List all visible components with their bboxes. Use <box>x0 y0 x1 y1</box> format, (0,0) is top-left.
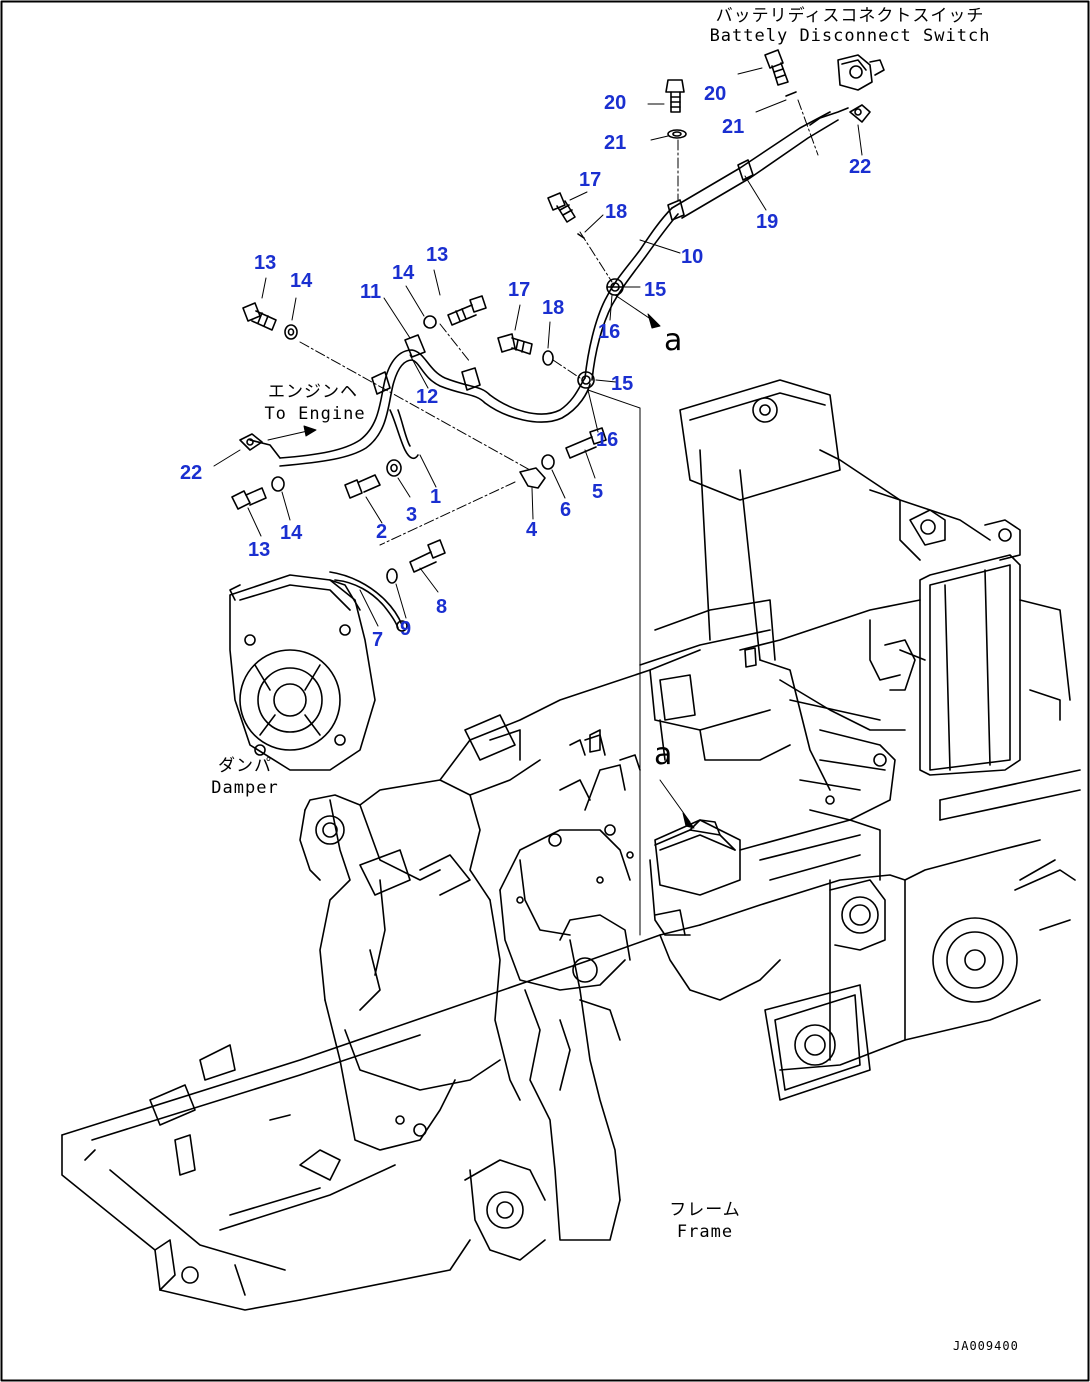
callout-13: 13 <box>254 252 277 274</box>
callout-15: 15 <box>611 373 634 395</box>
callout-21: 21 <box>604 132 627 154</box>
callout-16: 16 <box>596 429 619 451</box>
callout-20: 20 <box>604 92 627 114</box>
callout-19: 19 <box>756 211 779 233</box>
view-a-marker-upper: a <box>664 323 683 358</box>
callout-18: 18 <box>605 201 628 223</box>
battery-switch-label-en: Battely Disconnect Switch <box>709 26 991 46</box>
machine-frame <box>61 379 1081 1311</box>
frame-label-en: Frame <box>676 1222 734 1242</box>
callout-21: 21 <box>722 116 745 138</box>
to-engine-label-jp: エンジンヘ <box>268 382 358 402</box>
view-a-marker-lower: a <box>654 737 673 772</box>
callout-11: 11 <box>360 281 382 303</box>
callout-3: 3 <box>406 504 418 526</box>
callout-14: 14 <box>290 270 313 292</box>
frame-label-jp: フレーム <box>669 1200 741 1220</box>
callout-1: 1 <box>430 486 442 508</box>
callout-8: 8 <box>436 596 448 618</box>
harness-cables <box>249 107 849 629</box>
callout-6: 6 <box>560 499 572 521</box>
damper-label-jp: ダンパ <box>218 756 272 776</box>
callout-17: 17 <box>508 279 531 301</box>
callout-22: 22 <box>849 156 872 178</box>
callout-17: 17 <box>579 169 602 191</box>
to-engine-label-en: To Engine <box>264 404 366 424</box>
callout-4: 4 <box>526 519 538 541</box>
damper-assembly <box>229 574 376 771</box>
callout-15: 15 <box>644 279 667 301</box>
callout-7: 7 <box>372 629 384 651</box>
callout-13: 13 <box>426 244 449 266</box>
callout-16: 16 <box>598 321 621 343</box>
callout-14: 14 <box>392 262 415 284</box>
damper-label-en: Damper <box>211 778 279 798</box>
callout-5: 5 <box>592 481 604 503</box>
callout-18: 18 <box>542 297 565 319</box>
battery-switch-label-jp: バッテリディスコネクトスイッチ <box>715 6 985 26</box>
callout-9: 9 <box>400 618 412 640</box>
callout-2: 2 <box>376 521 388 543</box>
callout-22: 22 <box>180 462 203 484</box>
drawing-number: JA009400 <box>953 1339 1019 1353</box>
callout-12: 12 <box>416 386 439 408</box>
callout-20: 20 <box>704 83 727 105</box>
callout-13: 13 <box>248 539 271 561</box>
callout-14: 14 <box>280 522 303 544</box>
callout-10: 10 <box>681 246 704 268</box>
leader-lines <box>213 67 863 936</box>
